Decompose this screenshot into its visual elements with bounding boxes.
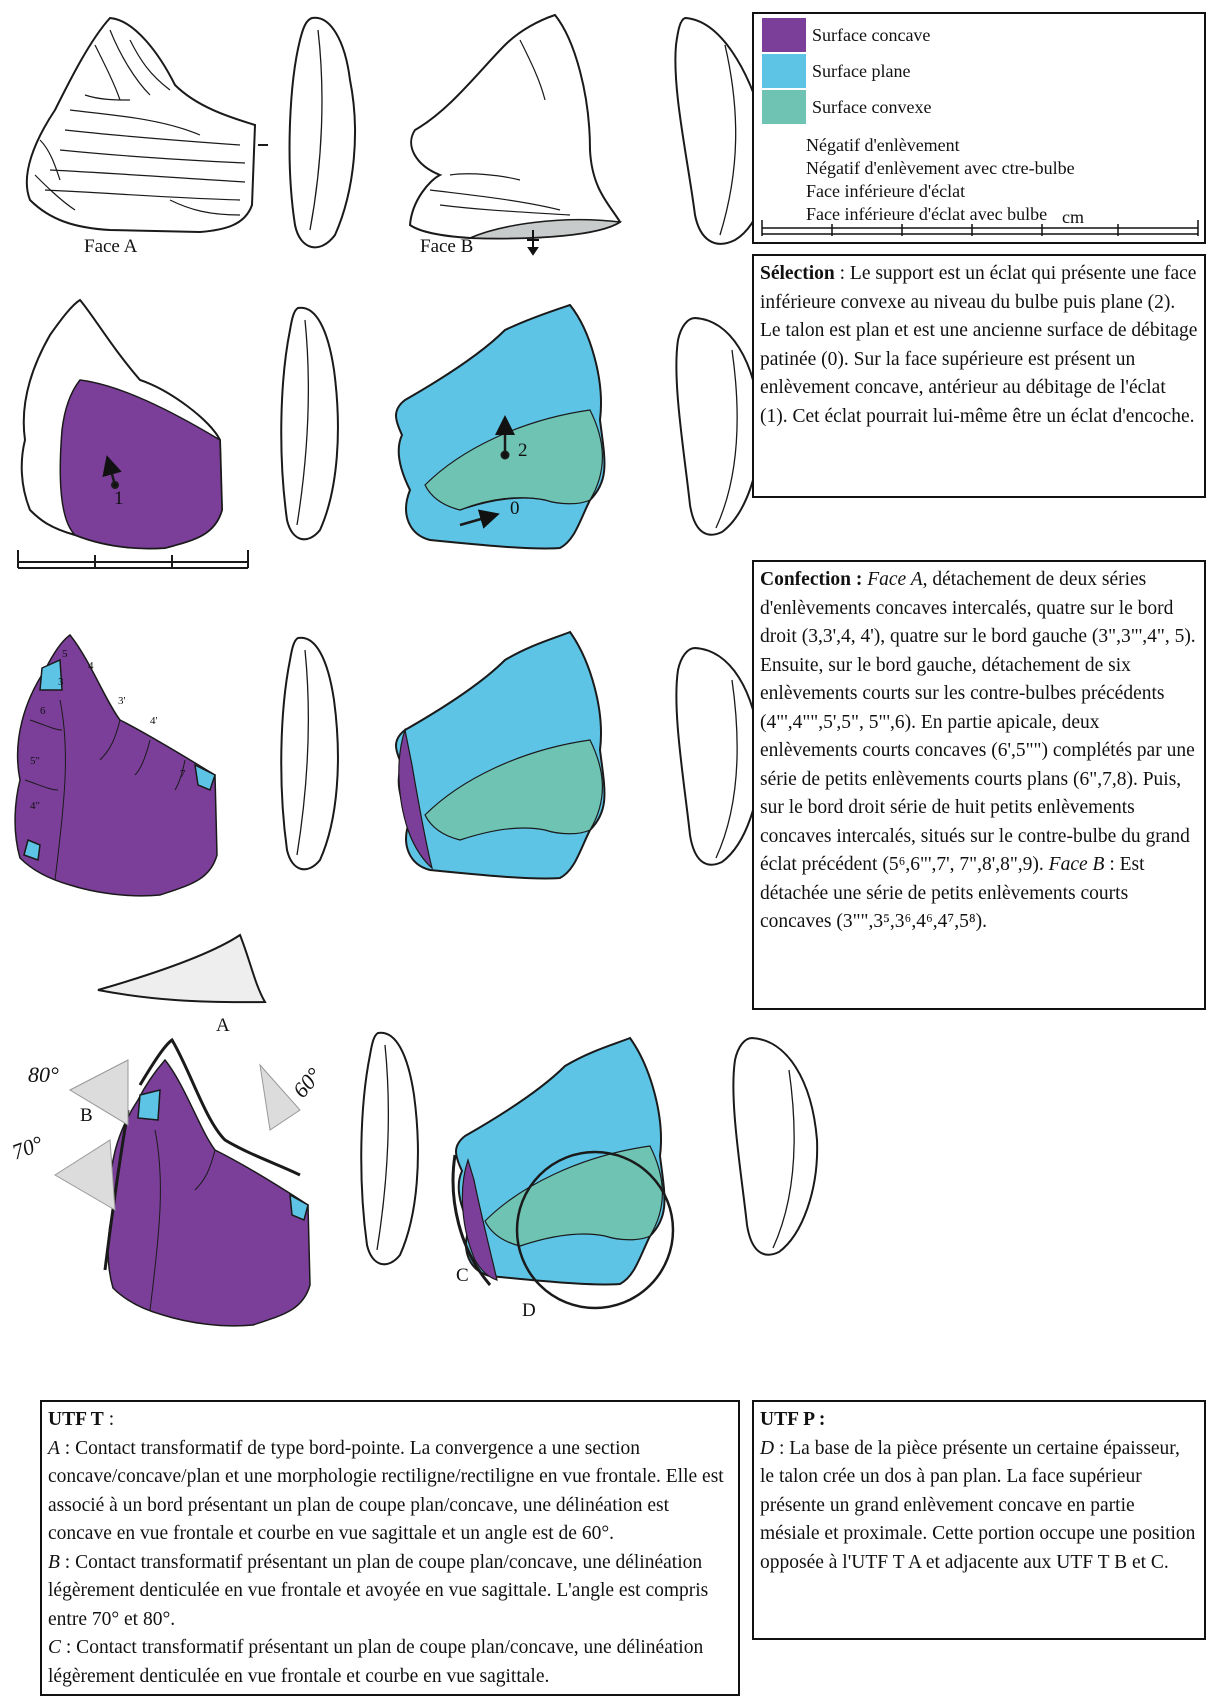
small-label: 6	[40, 705, 46, 717]
utf-p-box: UTF P : D : La base de la pièce présente…	[752, 1400, 1206, 1640]
confection-box: Confection : Face A, détachement de deux…	[752, 560, 1206, 1010]
row4-face-a	[103, 1037, 311, 1327]
legend-arrow-label: Face inférieure d'éclat avec bulbe	[806, 203, 1048, 224]
utf-b-contact-line	[103, 1109, 130, 1271]
row3-face-b	[395, 630, 606, 880]
utf-label-d: D	[522, 1300, 536, 1321]
utf-d-text: : La base de la pièce présente un certai…	[760, 1437, 1196, 1573]
convex-swatch	[762, 90, 806, 124]
row3-profile-b	[675, 646, 762, 866]
face-b-talon-grey	[469, 218, 623, 240]
utf-t-a: A : Contact transformatif de type bord-p…	[48, 1435, 732, 1549]
utf-b-text: : Contact transformatif présentant un pl…	[48, 1551, 709, 1630]
small-label: 5	[62, 648, 68, 660]
utf-c-contact-line	[451, 1154, 492, 1286]
utf-t-title: UTF T :	[48, 1406, 732, 1435]
utf-a-key: A	[48, 1437, 60, 1459]
row1-face-a	[25, 16, 268, 234]
row4-profile-b	[732, 1036, 819, 1256]
utf-t-box: UTF T : A : Contact transformatif de typ…	[40, 1400, 740, 1696]
selection-heading: Sélection	[760, 263, 835, 284]
concave-swatch	[762, 18, 806, 52]
utf-a-text: : Contact transformatif de type bord-poi…	[48, 1437, 724, 1545]
legend-item-concave: Surface concave	[762, 18, 930, 52]
legend-arrow-label: Négatif d'enlèvement	[806, 134, 960, 155]
row3-profile-a	[280, 636, 339, 871]
face-b-outline	[408, 13, 622, 240]
small-label: 4"	[30, 800, 40, 812]
legend-arrow-label: Négatif d'enlèvement avec ctre-bulbe	[806, 157, 1075, 178]
scale-bar-row2	[17, 550, 249, 569]
confection-text-2: : Est détachée une série de petits enlèv…	[760, 854, 1145, 932]
confection-face-b: Face B	[1048, 854, 1105, 875]
small-label: 4	[88, 660, 94, 672]
plane-swatch	[762, 54, 806, 88]
utf-t-b: B : Contact transformatif présentant un …	[48, 1549, 732, 1635]
selection-box: Sélection : Le support est un éclat qui …	[752, 254, 1206, 498]
row3-face-a	[14, 633, 218, 897]
utf-a-contact-line	[138, 1037, 301, 1177]
utf-label-c: C	[456, 1265, 469, 1286]
confection-face-a: Face A	[867, 569, 923, 590]
row2-face-b	[395, 303, 606, 550]
legend-label: Surface convexe	[812, 96, 932, 117]
legend-item-plane: Surface plane	[762, 54, 910, 88]
row4-face-b	[451, 1036, 675, 1310]
concave-removal-1	[59, 379, 223, 550]
utf-d-circle	[515, 1150, 675, 1310]
legend-item-convex: Surface convexe	[762, 90, 931, 124]
utf-c-key: C	[48, 1637, 62, 1658]
legend-box: Surface concave Surface plane Surface co…	[752, 12, 1206, 244]
angle-80-label: 80°	[28, 1062, 59, 1087]
row2-face-a	[20, 298, 224, 550]
legend-label: Surface plane	[812, 60, 911, 81]
removal-number-0: 0	[510, 498, 520, 519]
legend-scale-bar	[761, 220, 1199, 236]
utf-p-d: D : La base de la pièce présente un cert…	[760, 1435, 1198, 1578]
utf-label-b: B	[80, 1105, 93, 1126]
small-label: 5"	[30, 755, 40, 767]
utf-p-heading: UTF P :	[760, 1409, 826, 1430]
legend-arrow-label: Face inférieure d'éclat	[806, 180, 966, 201]
small-label: 3	[58, 676, 64, 688]
small-label: 4'	[150, 715, 158, 727]
removal-number-1: 1	[114, 488, 124, 509]
row1-profile-a	[288, 16, 356, 249]
removal-number-2: 2	[518, 440, 528, 461]
scale-unit-label: cm	[1062, 207, 1084, 227]
section-view-a	[97, 933, 267, 1004]
face-b-label: Face B	[420, 236, 474, 257]
utf-b-key: B	[48, 1551, 60, 1573]
utf-d-key: D	[760, 1437, 775, 1459]
face-b-convex-2	[424, 409, 603, 511]
utf-c-text: : Contact transformatif présentant un pl…	[48, 1637, 704, 1687]
small-label: 3'	[118, 695, 126, 707]
row1-face-b	[408, 13, 623, 240]
face-a-label: Face A	[84, 236, 138, 257]
face-b-orientation-icon	[527, 230, 539, 256]
legend-label: Surface concave	[812, 24, 931, 45]
row2-profile-b	[675, 316, 762, 536]
confection-heading: Confection :	[760, 569, 863, 590]
row4-profile-a	[360, 1031, 419, 1266]
confection-text-1: , détachement de deux séries d'enlèvemen…	[760, 569, 1196, 875]
row2-profile-a	[280, 306, 339, 541]
selection-text: : Le support est un éclat qui présente u…	[760, 263, 1198, 427]
small-label: 7	[180, 768, 186, 780]
angle-wedges	[54, 1059, 301, 1211]
utf-t-c: C : Contact transformatif présentant un …	[48, 1634, 732, 1691]
utf-label-a: A	[216, 1015, 230, 1036]
utf-t-heading-suffix: :	[103, 1409, 115, 1430]
utf-t-heading: UTF T	[48, 1409, 104, 1430]
